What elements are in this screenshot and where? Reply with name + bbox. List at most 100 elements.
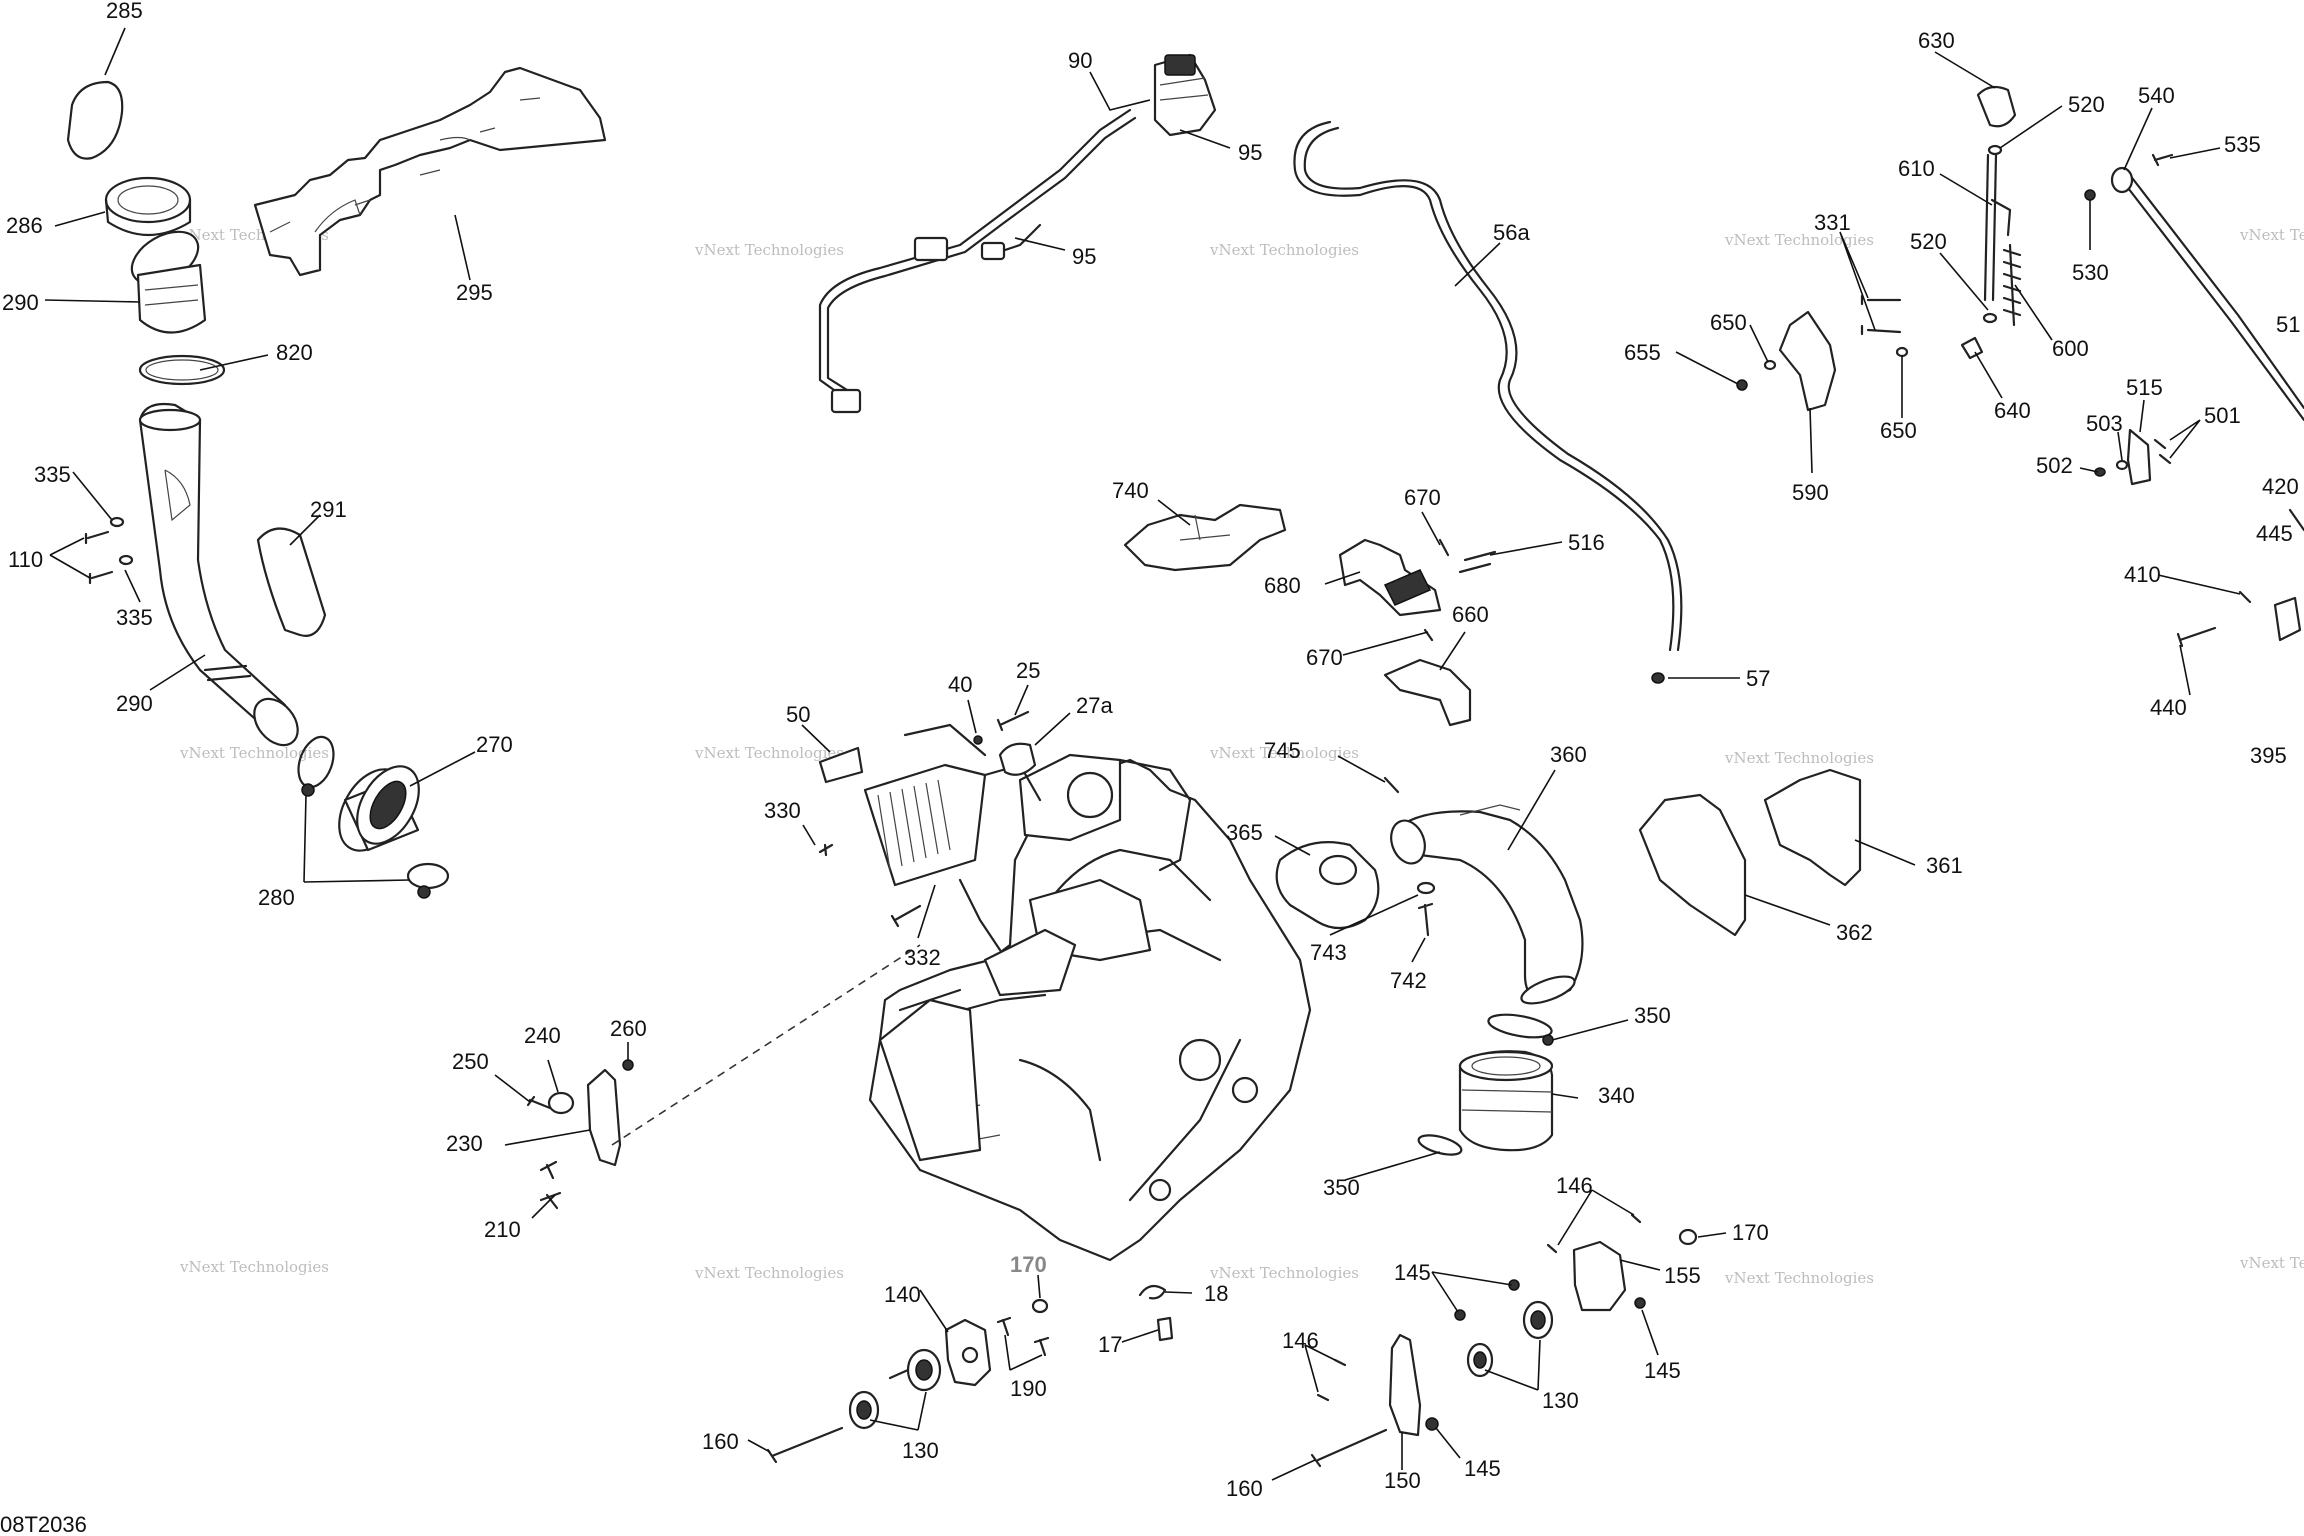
- part-50-plate: [818, 746, 864, 784]
- callout-445: 445: [2256, 521, 2293, 546]
- part-503-washer: [2115, 459, 2129, 471]
- part-332-screw: [890, 904, 922, 928]
- watermark-text: vNext Technologies: [694, 744, 844, 762]
- callout-150: 150: [1384, 1468, 1421, 1493]
- callout-27a: 27a: [1076, 693, 1113, 718]
- part-285-cap: [66, 80, 124, 160]
- callout-40: 40: [948, 672, 972, 697]
- part-280-clamp-lower: [406, 862, 450, 890]
- part-130-isolator-a: [888, 1348, 942, 1392]
- watermark: vNext Technologies: [1209, 241, 1359, 259]
- part-330-screw: [818, 843, 834, 857]
- part-17-pin: [1156, 1316, 1174, 1342]
- part-18-clip: [1138, 1284, 1167, 1300]
- part-350-clamp-upper: [1487, 1013, 1553, 1039]
- callout-18: 18: [1204, 1281, 1228, 1306]
- callout-362: 362: [1836, 920, 1873, 945]
- part-440-pin: [2176, 626, 2217, 648]
- part-335-washer-b: [118, 554, 134, 566]
- callout-350: 350: [1634, 1003, 1671, 1028]
- diagram-reference-code: 08T2036: [0, 1512, 87, 1536]
- callout-260: 260: [610, 1016, 647, 1041]
- watermark-text: vNext Technologies: [1724, 749, 1874, 767]
- callout-145: 145: [1464, 1456, 1501, 1481]
- part-280-clamp-upper: [297, 735, 335, 789]
- part-820-clamp-inner: [145, 359, 219, 381]
- part-286-ring-side: [104, 198, 192, 237]
- part-145-nut-d: [1634, 1297, 1646, 1309]
- watermark: vNext Technologies: [1724, 231, 1874, 249]
- part-530-nut: [2084, 189, 2096, 201]
- part-640-pivot: [1960, 336, 1984, 360]
- callout-361: 361: [1926, 853, 1963, 878]
- part-290-tube-detail: [164, 469, 191, 522]
- callout-503: 503: [2086, 411, 2123, 436]
- part-600-spring: [2002, 243, 2022, 327]
- watermark: vNext Technologies: [694, 1264, 844, 1282]
- watermark: vNext Technologies: [694, 241, 844, 259]
- part-743-washer: [1416, 881, 1436, 895]
- callout-520: 520: [1910, 229, 1947, 254]
- callout-140: 140: [884, 1282, 921, 1307]
- part-350-clamp-upper-screw: [1542, 1034, 1554, 1046]
- callout-95: 95: [1072, 244, 1096, 269]
- callout-95: 95: [1238, 140, 1262, 165]
- callout-332: 332: [904, 945, 941, 970]
- part-240-spacer: [547, 1091, 575, 1115]
- part-290-intake-tube-end: [138, 408, 202, 432]
- watermark-text: vNext Technologies: [1209, 241, 1359, 259]
- engine-block: [868, 753, 1312, 1262]
- part-290-tube-band: [203, 664, 252, 682]
- callout-655: 655: [1624, 340, 1661, 365]
- part-445-plate: [2273, 596, 2302, 642]
- part-291-sleeve: [256, 527, 327, 637]
- watermark-text: vNext Technologies: [1209, 744, 1359, 762]
- part-350-clamp-lower: [1417, 1134, 1463, 1156]
- callout-650: 650: [1880, 418, 1917, 443]
- part-250-screw: [526, 1095, 552, 1110]
- callout-650: 650: [1710, 310, 1747, 335]
- callout-146: 146: [1556, 1173, 1593, 1198]
- part-160-bolt-left: [766, 1426, 844, 1464]
- callout-230: 230: [446, 1131, 483, 1156]
- callout-743: 743: [1310, 940, 1347, 965]
- callout-155: 155: [1664, 1263, 1701, 1288]
- callout-285: 285: [106, 0, 143, 23]
- part-535-screw: [2151, 153, 2174, 167]
- part-670-screw-upper: [1438, 538, 1450, 557]
- callout-146: 146: [1282, 1328, 1319, 1353]
- part-650-washer-a: [1763, 359, 1777, 371]
- watermark-text: vNext Technologies: [2239, 226, 2304, 244]
- callout-331: 331: [1814, 210, 1851, 235]
- callout-51: 51: [2276, 312, 2300, 337]
- part-286-ring-inner: [117, 185, 179, 215]
- part-680-mount-bracket: [1338, 538, 1442, 617]
- callout-160: 160: [1226, 1476, 1263, 1501]
- leader-lines: [44, 27, 2241, 1481]
- callout-395: 395: [2250, 743, 2287, 768]
- callout-335: 335: [34, 462, 71, 487]
- engine-locator-line: [611, 944, 921, 1146]
- part-27a-grommet: [998, 742, 1037, 776]
- watermark: vNext Technologies: [1724, 749, 1874, 767]
- callout-540: 540: [2138, 83, 2175, 108]
- watermark: vNext Technologies: [179, 744, 329, 762]
- part-155-mount-bracket: [1572, 1240, 1627, 1312]
- callout-286: 286: [6, 213, 43, 238]
- part-146-screws-a: [1316, 1358, 1347, 1402]
- watermark-text: vNext Technologies: [1724, 231, 1874, 249]
- part-145-nut-a: [1425, 1417, 1439, 1431]
- part-90-wiring-harness: [818, 53, 1217, 414]
- callout-335: 335: [116, 605, 153, 630]
- part-150-mount-bracket: [1388, 1333, 1422, 1437]
- part-280-clamp-lower-screw: [417, 885, 431, 899]
- part-56a-vent-hose: [1293, 120, 1675, 652]
- callout-130: 130: [902, 1438, 939, 1463]
- part-501-screws: [2153, 438, 2172, 465]
- callout-535: 535: [2224, 132, 2261, 157]
- callout-145: 145: [1394, 1260, 1431, 1285]
- part-520-washer-lower: [1982, 312, 1998, 324]
- callout-295: 295: [456, 280, 493, 305]
- part-160-bolt-right: [1310, 1428, 1388, 1468]
- part-270-boot: [338, 765, 420, 852]
